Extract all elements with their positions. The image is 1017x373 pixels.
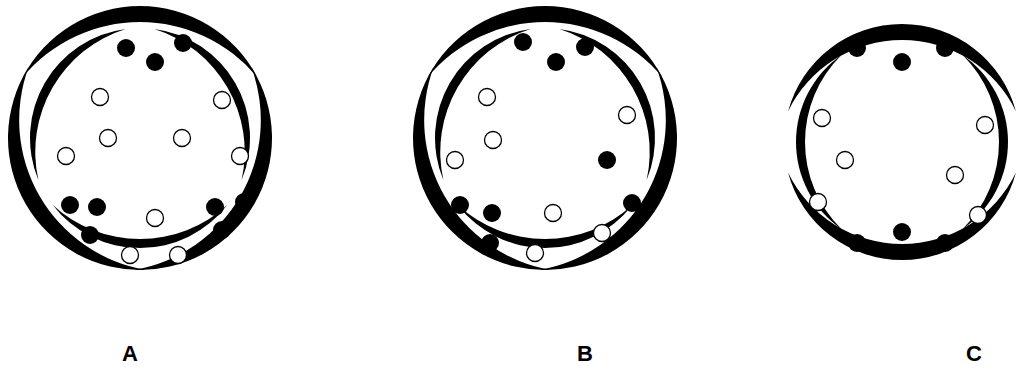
filled-bundle: [213, 221, 231, 239]
leaf-base: [154, 29, 250, 180]
leaf-base: [30, 29, 126, 180]
open-bundle: [970, 207, 987, 224]
open-bundle: [214, 92, 231, 109]
open-bundle: [479, 89, 496, 106]
filled-bundle: [547, 53, 565, 71]
open-bundle: [619, 107, 636, 124]
filled-bundle: [481, 234, 499, 252]
open-bundle: [447, 152, 464, 169]
filled-bundle: [451, 196, 469, 214]
leaf-base: [788, 173, 1016, 260]
filled-bundle: [848, 39, 866, 57]
filled-bundle: [514, 33, 532, 51]
filled-bundle: [88, 198, 106, 216]
filled-bundle: [117, 39, 135, 57]
open-bundle: [122, 247, 139, 264]
filled-bundle: [623, 194, 641, 212]
open-bundle: [170, 247, 187, 264]
filled-bundle: [576, 38, 594, 56]
filled-bundle: [936, 234, 954, 252]
leaf-base: [796, 55, 841, 229]
panel-letter: C: [966, 343, 982, 365]
filled-bundle: [81, 226, 99, 244]
open-bundle: [810, 194, 827, 211]
panel-letter: A: [122, 343, 138, 365]
filled-bundle: [146, 53, 164, 71]
open-bundle: [485, 132, 502, 149]
open-bundle: [527, 245, 544, 262]
filled-bundle: [174, 34, 192, 52]
filled-bundle: [598, 151, 616, 169]
open-bundle: [977, 117, 994, 134]
open-bundle: [232, 148, 249, 165]
filled-bundle: [893, 53, 911, 71]
open-bundle: [814, 110, 831, 127]
panel-letter: B: [577, 343, 593, 365]
open-bundle: [58, 148, 75, 165]
filled-bundle: [848, 234, 866, 252]
open-bundle: [100, 130, 117, 147]
leaf-base: [788, 24, 1016, 111]
stem-section: [8, 6, 272, 270]
open-bundle: [147, 210, 164, 227]
filled-bundle: [235, 193, 253, 211]
stem-section: [413, 6, 677, 270]
leaf-base: [53, 205, 228, 248]
open-bundle: [947, 167, 964, 184]
stem-section: [788, 24, 1016, 260]
filled-bundle: [893, 223, 911, 241]
filled-bundle: [206, 198, 224, 216]
open-bundle: [837, 152, 854, 169]
leaf-base: [963, 55, 1008, 229]
open-bundle: [174, 130, 191, 147]
open-bundle: [545, 205, 562, 222]
leaf-base: [435, 29, 531, 180]
filled-bundle: [483, 204, 501, 222]
open-bundle: [92, 89, 109, 106]
filled-bundle: [936, 39, 954, 57]
open-bundle: [594, 225, 611, 242]
filled-bundle: [61, 196, 79, 214]
leaf-base: [559, 29, 655, 180]
